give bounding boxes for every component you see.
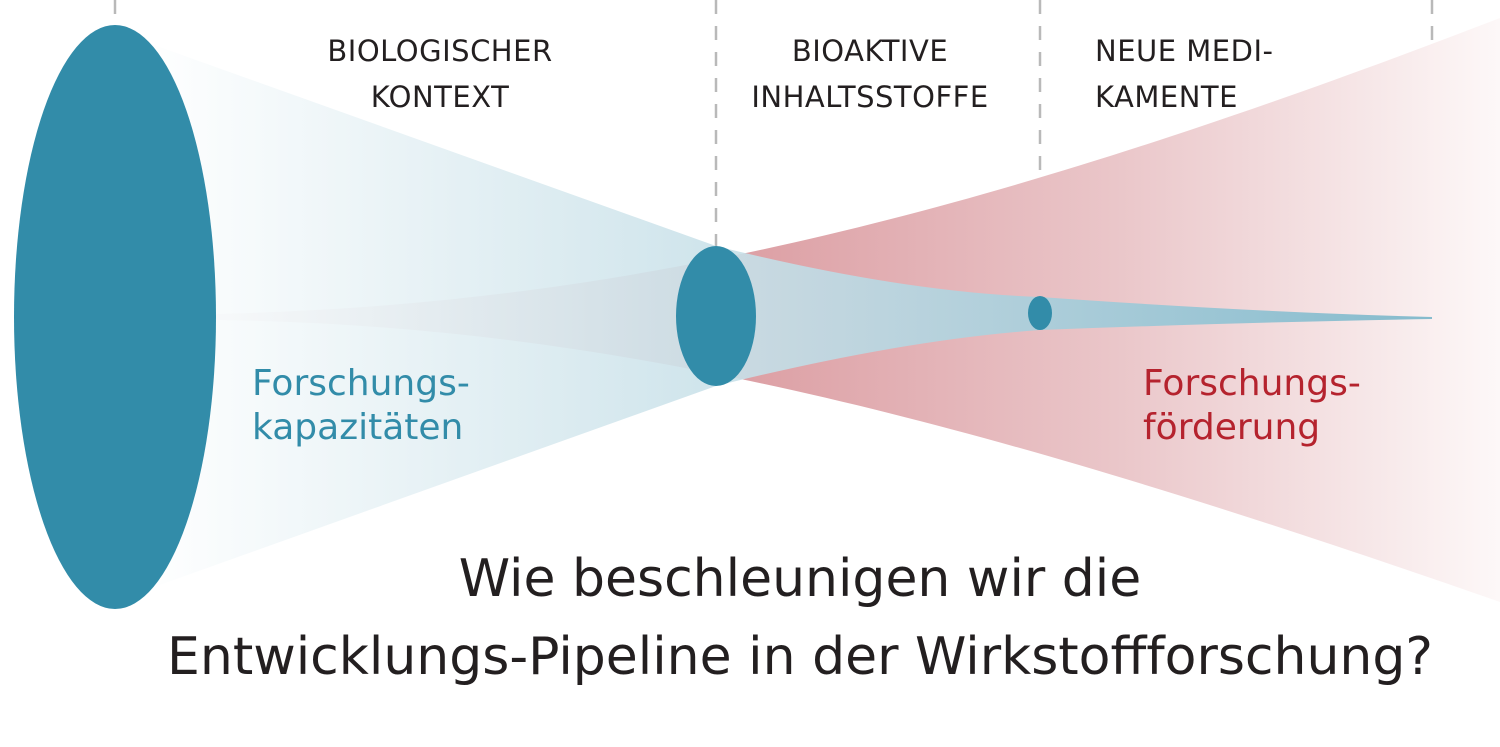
stage-node-small [1028, 296, 1052, 330]
stage-header: NEUE MEDI- KAMENTE [1095, 28, 1273, 120]
stage-header-line: BIOAKTIVE [791, 34, 949, 68]
stage-header-line: KAMENTE [1095, 80, 1238, 114]
label-line: Forschungs- [252, 363, 470, 404]
stage-header: BIOAKTIVE INHALTSSTOFFE [720, 28, 1020, 120]
label-line: Forschungs- [1143, 363, 1361, 404]
funding-label: Forschungs- förderung [1143, 362, 1361, 450]
title-line: Entwicklungs-Pipeline in der Wirkstofffo… [167, 627, 1433, 687]
stage-header-line: BIOLOGISCHER [327, 34, 553, 68]
label-line: förderung [1143, 407, 1321, 448]
label-line: kapazitäten [252, 407, 464, 448]
capacity-funnel [140, 40, 1432, 592]
stage-header-line: NEUE MEDI- [1095, 34, 1274, 68]
stage-header-line: INHALTSSTOFFE [751, 80, 989, 114]
capacity-label: Forschungs- kapazitäten [252, 362, 470, 450]
diagram-title: Wie beschleunigen wir die Entwicklungs-P… [0, 540, 1500, 696]
stage-node-medium [676, 246, 756, 386]
stage-node-large [14, 25, 216, 609]
title-line: Wie beschleunigen wir die [458, 549, 1142, 609]
stage-header-line: KONTEXT [370, 80, 510, 114]
stage-header: BIOLOGISCHER KONTEXT [270, 28, 610, 120]
